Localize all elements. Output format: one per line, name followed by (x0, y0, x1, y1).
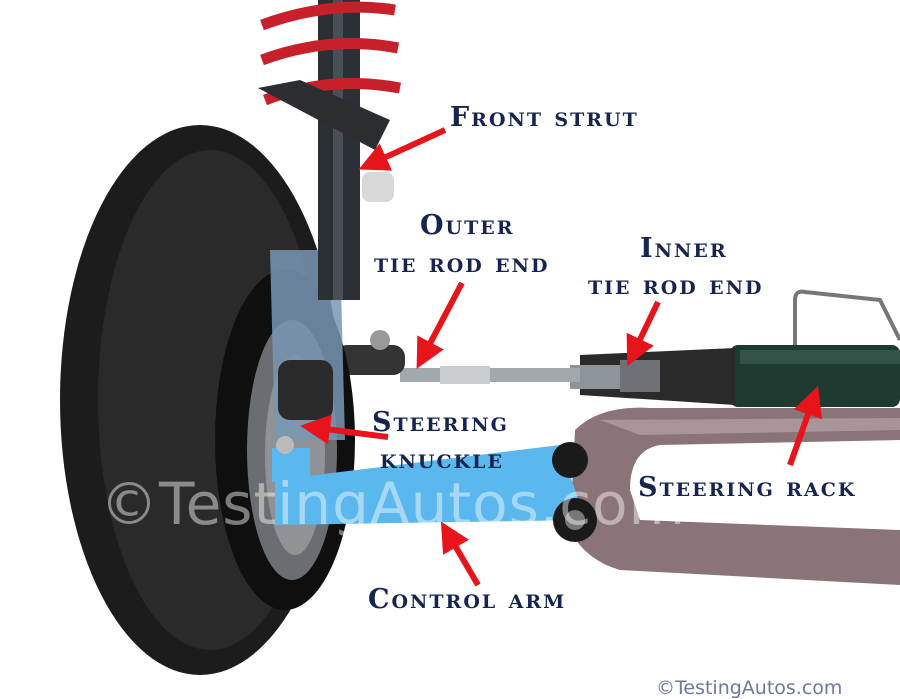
tie-rod (335, 330, 580, 384)
steering-knuckle-arrow (300, 414, 389, 445)
outer-tie-rod-arrow (416, 281, 465, 369)
label-front-strut: Front strut (450, 102, 639, 133)
subframe (570, 407, 900, 585)
control-arm (272, 436, 597, 542)
front-strut-arrow (358, 127, 447, 171)
label-steering-rack: Steering rack (638, 472, 857, 503)
watermark: ©TestingAutos.com (100, 470, 687, 538)
steering-rack-arrow (787, 386, 823, 467)
label-steering-knuckle-line1: Steering (372, 407, 509, 438)
label-control-arm: Control arm (368, 584, 567, 615)
inner-tie-rod-arrow (626, 300, 661, 367)
label-outer-tie-rod-line1: Outer (420, 210, 515, 241)
label-outer-tie-rod-line2: tie rod end (374, 248, 550, 279)
label-inner-tie-rod-line1: Inner (640, 233, 728, 264)
front-strut (258, 0, 402, 300)
label-steering-knuckle-line2: knuckle (380, 444, 504, 475)
credit-text: ©TestingAutos.com (656, 677, 843, 699)
label-inner-tie-rod-line2: tie rod end (588, 270, 764, 301)
control-arm-arrow (440, 521, 481, 587)
